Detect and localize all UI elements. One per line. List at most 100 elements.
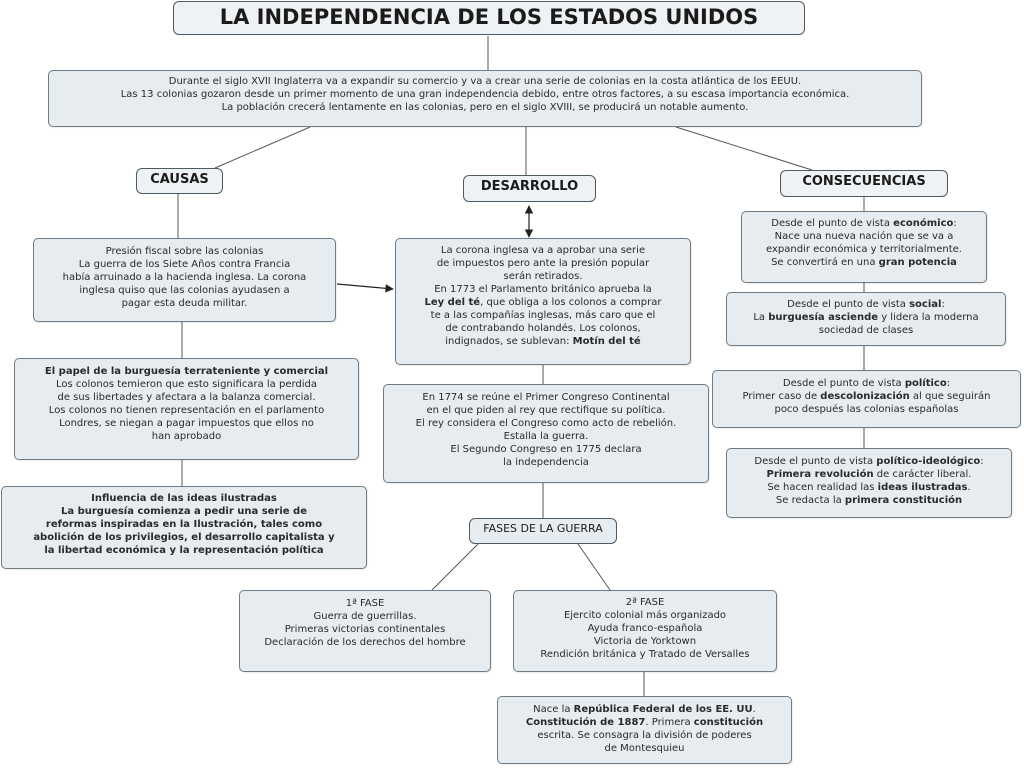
causa-fiscal-line: Presión fiscal sobre las colonias: [105, 246, 264, 257]
ideologico-text: :: [980, 456, 984, 467]
social-bold: social: [909, 299, 942, 310]
social-line: La burguesía asciende y lidera la modern…: [732, 311, 1000, 324]
social-text: Desde el punto de vista: [787, 299, 910, 310]
congreso-line: en el que piden al rey que rectifique su…: [426, 405, 666, 416]
desarrollo-text: , que obliga a los colonos a comprar: [480, 297, 662, 308]
politico-bold: político: [904, 378, 947, 389]
republica-line: Nace la República Federal de los EE. UU.: [503, 703, 786, 716]
republica-line: escrita. Se consagra la división de pode…: [537, 730, 752, 741]
republica-text: .: [752, 704, 756, 715]
causa-burguesia-line: han aprobado: [151, 431, 222, 442]
causa-fiscal-line: pagar esta deuda militar.: [121, 298, 248, 309]
desarrollo-heading: DESARROLLO: [463, 175, 596, 202]
republica-federal: Nace la República Federal de los EE. UU.…: [497, 696, 792, 764]
desarrollo-line: te a las compañías inglesas, más caro qu…: [430, 310, 656, 321]
economico-line: Desde el punto de vista económico:: [747, 217, 981, 230]
ideologico-text: Desde el punto de vista: [754, 456, 877, 467]
intro-line-2: Las 13 colonias gozaron desde un primer …: [120, 89, 850, 100]
gran-potencia: gran potencia: [878, 257, 957, 268]
fase-2: 2ª FASE Ejercito colonial más organizado…: [513, 590, 777, 672]
republica-line: de Montesquieu: [604, 743, 685, 754]
desarrollo-line: Ley del té, que obliga a los colonos a c…: [401, 296, 685, 309]
ideologico-text: Se redacta la: [775, 495, 845, 506]
desarrollo-congreso: En 1774 se reúne el Primer Congreso Cont…: [383, 384, 709, 483]
ley-del-te: Ley del té: [424, 297, 481, 308]
fase2-line: Victoria de Yorktown: [593, 636, 697, 647]
congreso-line: El Segundo Congreso en 1775 declara: [450, 444, 642, 455]
republica-text: Nace la: [533, 704, 574, 715]
economico-line: expandir económica y territorialmente.: [766, 244, 962, 255]
fase-1: 1ª FASE Guerra de guerrillas. Primeras v…: [239, 590, 491, 672]
congreso-line: la independencia: [503, 457, 589, 468]
fase1-line: 1ª FASE: [345, 598, 385, 609]
causa-ilustradas-line: La burguesía comienza a pedir una serie …: [60, 506, 307, 517]
consecuencia-economica: Desde el punto de vista económico: Nace …: [741, 211, 987, 283]
intro-node: Durante el siglo XVII Inglaterra va a ex…: [48, 70, 922, 127]
causa-ilustradas-line: reformas inspiradas en la Ilustración, t…: [45, 519, 323, 530]
fase1-line: Guerra de guerrillas.: [313, 611, 417, 622]
causas-heading: CAUSAS: [136, 168, 223, 194]
fase1-line: Declaración de los derechos del hombre: [264, 637, 466, 648]
social-line: sociedad de clases: [818, 325, 914, 336]
desarrollo-line: indignados, se sublevan: Motín del té: [401, 335, 685, 348]
constitucion-bold: Constitución de 1887: [525, 717, 646, 728]
politico-text: Desde el punto de vista: [782, 378, 905, 389]
ideas-ilustradas: ideas ilustradas: [877, 482, 968, 493]
causa-presion-fiscal: Presión fiscal sobre las colonias La gue…: [33, 238, 336, 322]
fase2-line: 2ª FASE: [625, 597, 665, 608]
descolonizacion: descolonización: [820, 391, 910, 402]
causa-fiscal-line: La guerra de los Siete Años contra Franc…: [78, 259, 291, 270]
causa-fiscal-line: inglesa quiso que las colonias ayudasen …: [79, 285, 290, 296]
social-line: Desde el punto de vista social:: [732, 298, 1000, 311]
desarrollo-line: serán retirados.: [503, 271, 583, 282]
politico-text: al que seguirán: [909, 391, 991, 402]
politico-line: poco después las colonias españolas: [774, 404, 959, 415]
intro-line-3: La población crecerá lentamente en las c…: [221, 102, 749, 113]
causa-burguesia: El papel de la burguesía terrateniente y…: [14, 358, 359, 460]
republica-text: . Primera: [645, 717, 694, 728]
causa-burguesia-title: El papel de la burguesía terrateniente y…: [44, 366, 329, 377]
politico-line: Desde el punto de vista político:: [718, 377, 1015, 390]
constitucion-word: constitución: [693, 717, 764, 728]
politico-line: Primer caso de descolonización al que se…: [718, 390, 1015, 403]
economico-text: :: [953, 218, 957, 229]
desarrollo-line: de impuestos pero ante la presión popula…: [436, 258, 650, 269]
politico-text: :: [946, 378, 951, 389]
ideologico-line: Desde el punto de vista político-ideológ…: [732, 455, 1006, 468]
republica-bold: República Federal de los EE. UU: [573, 704, 753, 715]
ideologico-text: Se hacen realidad las: [767, 482, 878, 493]
economico-text: Se convertirá en una: [771, 257, 879, 268]
desarrollo-text: indignados, se sublevan:: [445, 336, 573, 347]
congreso-line: En 1774 se reúne el Primer Congreso Cont…: [422, 392, 670, 403]
intro-line-1: Durante el siglo XVII Inglaterra va a ex…: [168, 76, 802, 87]
ideologico-line: Primera revolución de carácter liberal.: [732, 468, 1006, 481]
burguesia-asciende: burguesía asciende: [768, 312, 879, 323]
consecuencia-social: Desde el punto de vista social: La burgu…: [726, 292, 1006, 346]
fase1-line: Primeras victorias continentales: [284, 624, 446, 635]
causa-fiscal-line: había arruinado a la hacienda inglesa. L…: [62, 272, 307, 283]
primera-constitucion: primera constitución: [844, 495, 963, 506]
social-text: La: [753, 312, 769, 323]
social-text: :: [941, 299, 945, 310]
motin-del-te: Motín del té: [572, 336, 641, 347]
congreso-line: Estalla la guerra.: [503, 431, 589, 442]
causa-burguesia-line: Londres, se niegan a pagar impuestos que…: [59, 418, 314, 429]
ideologico-bold: político-ideológico: [876, 456, 981, 467]
economico-line: Nace una nueva nación que se va a: [774, 231, 954, 242]
causa-burguesia-line: de sus libertades y afectara a la balanz…: [57, 392, 316, 403]
causa-ilustradas-line: abolición de los privilegios, el desarro…: [33, 532, 335, 543]
fases-heading: FASES DE LA GUERRA: [469, 518, 617, 544]
economico-line: Se convertirá en una gran potencia: [747, 256, 981, 269]
desarrollo-line: La corona inglesa va a aprobar una serie: [440, 245, 646, 256]
consecuencia-politica: Desde el punto de vista político: Primer…: [712, 370, 1021, 428]
desarrollo-impuestos: La corona inglesa va a aprobar una serie…: [395, 238, 691, 365]
causa-ideas-ilustradas: Influencia de las ideas ilustradas La bu…: [1, 486, 367, 569]
consecuencia-politico-ideologica: Desde el punto de vista político-ideológ…: [726, 448, 1012, 518]
causa-ilustradas-line: la libertad económica y la representació…: [44, 545, 324, 556]
page-title: LA INDEPENDENCIA DE LOS ESTADOS UNIDOS: [173, 1, 805, 35]
causa-burguesia-line: Los colonos temieron que esto significar…: [55, 379, 318, 390]
fase2-line: Rendición británica y Tratado de Versall…: [540, 649, 750, 660]
ideologico-line: Se hacen realidad las ideas ilustradas.: [732, 481, 1006, 494]
ideologico-text: de carácter liberal.: [873, 469, 972, 480]
economico-bold: económico: [893, 218, 954, 229]
